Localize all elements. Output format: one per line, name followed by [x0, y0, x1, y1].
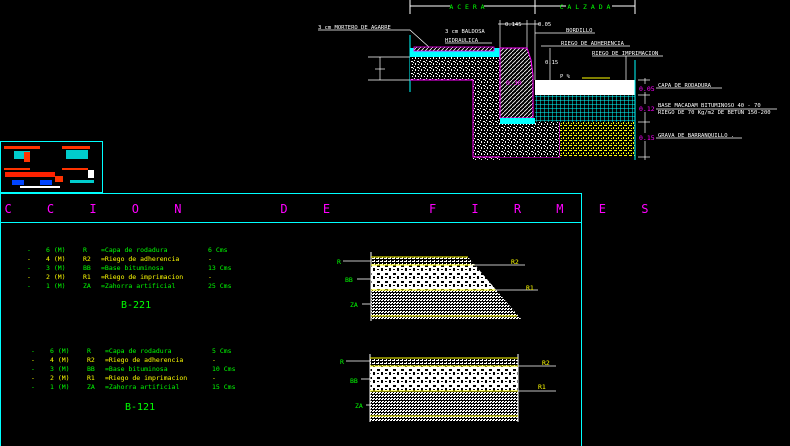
row-desc: =Riego de adherencia: [101, 255, 179, 263]
row-code: ZA: [87, 383, 95, 391]
row-thick: -: [212, 356, 216, 364]
row-thick: 15 Cms: [212, 383, 236, 391]
row-num: 2 (M): [46, 273, 66, 281]
row-thick: -: [208, 255, 212, 263]
row-num: 3 (M): [46, 264, 66, 272]
row-num: 4 (M): [50, 356, 70, 364]
row-dash: -: [27, 255, 31, 263]
dim-015: 0.15: [545, 60, 558, 66]
row-num: 4 (M): [46, 255, 66, 263]
label-pendiente: P %: [560, 74, 571, 80]
row-code: R2: [87, 356, 95, 364]
label-baldosa: 3 cm BALDOSA: [445, 29, 485, 35]
label-riego-betun: RIEGO DE 70 Kg/m2 DE BETUN 150-200: [658, 110, 771, 116]
label-grava: GRAVA DE BARRANQUILLO .: [658, 133, 734, 139]
row-dash: -: [31, 383, 35, 391]
row-desc: =Riego de adherencia: [105, 356, 183, 364]
row-dash: -: [27, 246, 31, 254]
label-za: ZA: [355, 402, 363, 410]
label-r1: R1: [526, 284, 534, 292]
row-code: BB: [87, 365, 95, 373]
label-r: R: [337, 258, 341, 266]
thumbnail-viewport: [0, 141, 103, 193]
row-dash: -: [31, 374, 35, 382]
row-desc: =Capa de rodadura: [101, 246, 168, 254]
label-bb: BB: [350, 377, 358, 385]
row-desc: =Zahorra artificial: [105, 383, 179, 391]
label-calzada: C A L Z A D A: [560, 3, 611, 11]
label-acera: A C E R A: [449, 3, 484, 11]
label-capa-rodadura: CAPA DE RODADURA: [658, 83, 712, 89]
row-code: BB: [83, 264, 91, 272]
label-riego-imprimacion: RIEGO DE IMPRIMACION: [592, 51, 658, 57]
label-r2: R2: [542, 359, 550, 367]
row-desc: =Capa de rodadura: [105, 347, 172, 355]
row-dash: -: [31, 365, 35, 373]
row-desc: =Riego de imprimacion: [101, 273, 183, 281]
thickness-base: 0.12: [639, 105, 655, 113]
layer-rodadura: [535, 80, 635, 95]
concrete-base: [410, 57, 500, 160]
row-thick: 5 Cms: [212, 347, 232, 355]
row-dash: -: [27, 273, 31, 281]
page-title: S E C C I O N D E F I R M E S: [0, 202, 662, 216]
label-base-macadam: BASE MACADAM BITUMINOSO 40 - 70: [658, 103, 761, 109]
row-desc: =Riego de imprimacion: [105, 374, 187, 382]
section-name: B-121: [125, 402, 155, 413]
label-bordillo: BORDILLO: [566, 28, 593, 34]
row-thick: 13 Cms: [208, 264, 232, 272]
curb-detail: A C E R A C A L Z A D A 3 cm MORTERO DE …: [318, 0, 777, 160]
row-code: R1: [83, 273, 91, 281]
dim-0145: 0.145: [505, 22, 522, 28]
sidewalk-tile-layer: [410, 48, 500, 57]
row-desc: =Base bituminosa: [105, 365, 168, 373]
dim-005: 0.05: [538, 22, 551, 28]
row-code: R: [87, 347, 91, 355]
row-dash: -: [31, 347, 35, 355]
diagram-b121: R BB ZA R2 R1: [340, 354, 556, 422]
thickness-grava: 0.15: [639, 134, 655, 142]
row-code: R: [83, 246, 87, 254]
row-thick: 6 Cms: [208, 246, 228, 254]
dim-030: 0.30: [506, 79, 522, 87]
row-num: 6 (M): [46, 246, 66, 254]
row-code: ZA: [83, 282, 91, 290]
row-dash: -: [27, 282, 31, 290]
section-frame: [0, 193, 582, 446]
row-code: R2: [83, 255, 91, 263]
label-mortero: 3 cm MORTERO DE AGARRE: [318, 25, 391, 31]
row-num: 1 (M): [46, 282, 66, 290]
row-dash: -: [31, 356, 35, 364]
row-thick: 10 Cms: [212, 365, 236, 373]
row-thick: -: [212, 374, 216, 382]
layer-grava: [560, 122, 635, 157]
label-bb: BB: [345, 276, 353, 284]
thickness-rodadura: 0.05: [639, 85, 655, 93]
row-num: 6 (M): [50, 347, 70, 355]
label-r1: R1: [538, 383, 546, 391]
diagram-b221: R BB ZA R2 R1: [337, 252, 538, 321]
section-name: B-221: [121, 300, 151, 311]
row-num: 2 (M): [50, 374, 70, 382]
row-thick: -: [208, 273, 212, 281]
row-dash: -: [27, 264, 31, 272]
row-desc: =Base bituminosa: [101, 264, 164, 272]
label-hidraulica: HIDRAULICA: [445, 38, 479, 44]
layer-base: [535, 95, 635, 122]
label-riego-adherencia: RIEGO DE ADHERENCIA: [561, 41, 625, 47]
label-za: ZA: [350, 301, 358, 309]
row-num: 3 (M): [50, 365, 70, 373]
row-thick: 25 Cms: [208, 282, 232, 290]
label-r: R: [340, 358, 344, 366]
label-r2: R2: [511, 258, 519, 266]
row-num: 1 (M): [50, 383, 70, 391]
row-code: R1: [87, 374, 95, 382]
row-desc: =Zahorra artificial: [101, 282, 175, 290]
